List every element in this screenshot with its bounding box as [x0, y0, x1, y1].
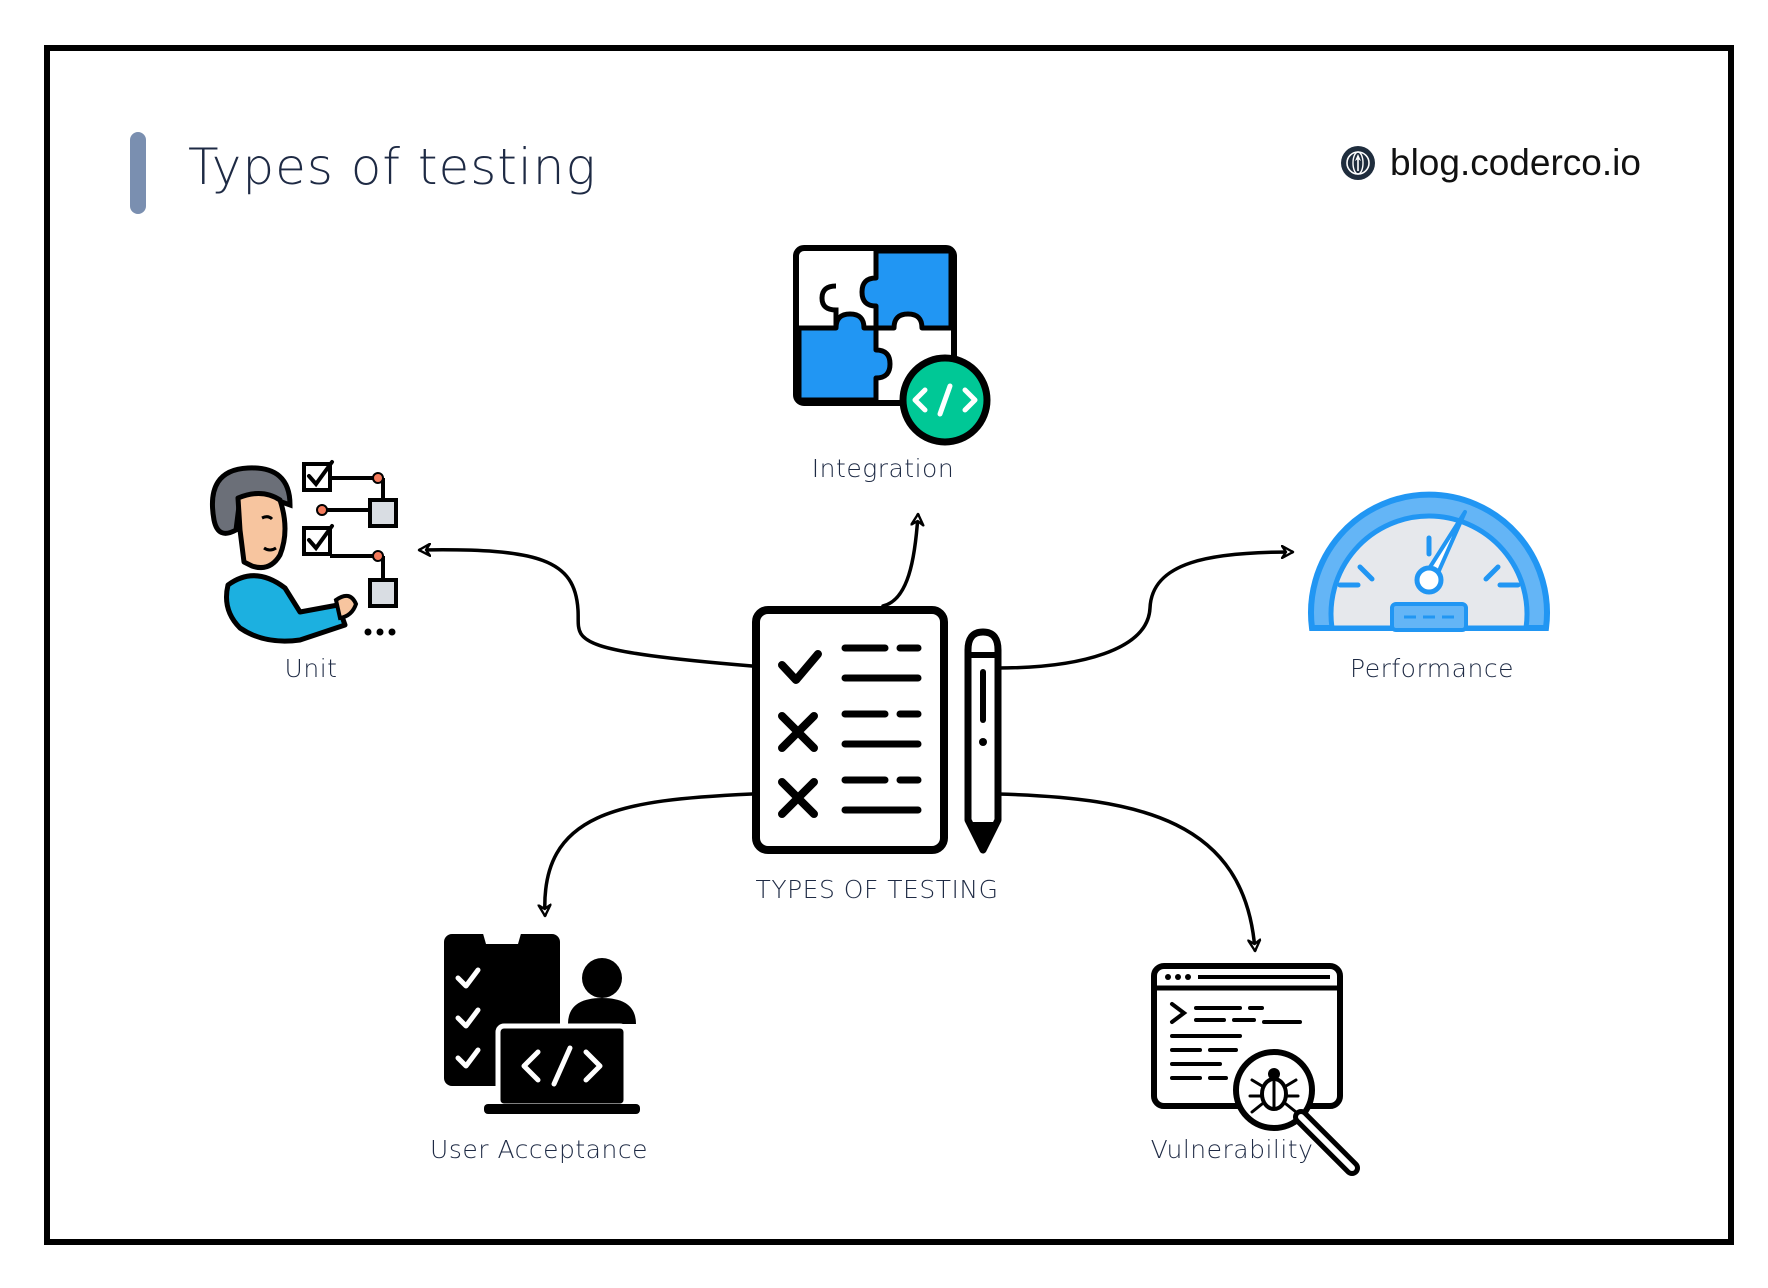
- arrow-to-performance: [996, 552, 1292, 670]
- clipboard-laptop-user-icon: [444, 930, 640, 1114]
- person-flowchart-icon: [209, 460, 398, 644]
- title-accent-bar: [130, 132, 146, 214]
- connectors: [420, 515, 1292, 950]
- arrow-to-user-acceptance: [545, 792, 754, 915]
- node-label-user-acceptance: User Acceptance: [430, 1135, 648, 1164]
- arrow-to-integration: [881, 515, 918, 608]
- arrow-to-vulnerability: [996, 792, 1255, 950]
- speedometer-icon: [1308, 491, 1550, 632]
- center-label: TYPES OF TESTING: [755, 875, 999, 904]
- rocket-globe-icon: [1341, 146, 1375, 180]
- brand[interactable]: blog.coderco.io: [1340, 142, 1641, 184]
- puzzle-code-icon: [793, 245, 991, 446]
- page-title: Types of testing: [188, 138, 597, 196]
- node-label-integration: Integration: [811, 454, 955, 483]
- arrow-to-unit: [420, 550, 754, 668]
- node-label-vulnerability: Vulnerability: [1150, 1135, 1314, 1164]
- checklist-pencil-icon: [752, 606, 1002, 854]
- brand-text: blog.coderco.io: [1390, 142, 1641, 183]
- terminal-bug-search-icon: [1151, 963, 1360, 1176]
- node-label-performance: Performance: [1350, 654, 1514, 683]
- node-label-unit: Unit: [284, 654, 338, 683]
